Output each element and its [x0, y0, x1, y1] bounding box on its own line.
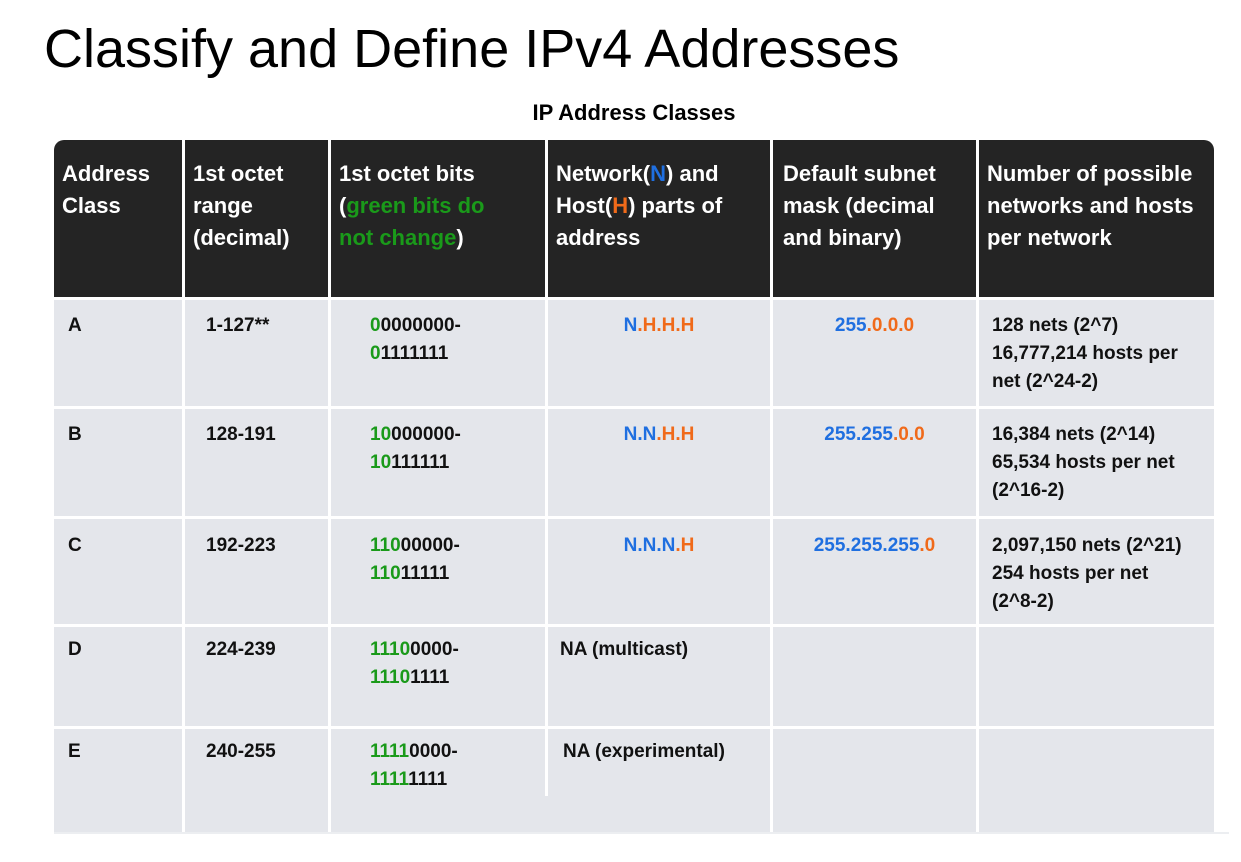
network-host-parts: N.N.N.H: [623, 535, 695, 556]
octet-bits: 11100000- 11101111: [370, 639, 459, 688]
page-title: Classify and Define IPv4 Addresses: [44, 19, 900, 79]
address-class: B: [68, 424, 82, 445]
header-divider: [182, 140, 185, 297]
table-row-class-c: C 192-223 11000000- 11011111 N.N.N.H 255…: [54, 519, 1214, 624]
table-row-class-a: A 1-127** 00000000- 01111111 N.H.H.H 255…: [54, 300, 1214, 406]
table-row-class-b: B 128-191 10000000- 10111111 N.N.H.H 255…: [54, 409, 1214, 516]
octet-bits: 11000000- 11011111: [370, 535, 460, 584]
header-octet-bits: 1st octet bits (green bits do not change…: [331, 140, 545, 297]
default-subnet-mask: 255.255.0.0: [824, 424, 925, 445]
table-row-class-d: D 224-239 11100000- 11101111 NA (multica…: [54, 627, 1214, 726]
octet-range: 1-127**: [206, 315, 270, 336]
header-divider: [328, 140, 331, 297]
column-divider: [182, 300, 185, 832]
header-possible-networks-hosts: Number of possible networks and hosts pe…: [979, 140, 1214, 297]
network-host-parts: N.H.H.H: [623, 315, 695, 336]
address-class: E: [68, 741, 81, 762]
column-divider: [328, 300, 331, 832]
networks-hosts-count: 16,384 nets (2^14) 65,534 hosts per net …: [992, 424, 1175, 501]
default-subnet-mask: 255.255.255.0: [813, 535, 936, 556]
column-divider: [545, 300, 548, 796]
header-divider: [545, 140, 548, 297]
octet-bits: 10000000- 10111111: [370, 424, 461, 473]
octet-range: 240-255: [206, 741, 276, 762]
octet-bits: 00000000- 01111111: [370, 315, 461, 364]
networks-hosts-count: 128 nets (2^7) 16,777,214 hosts per net …: [992, 315, 1178, 392]
address-class: D: [68, 639, 82, 660]
octet-range: 192-223: [206, 535, 276, 556]
column-divider: [976, 300, 979, 832]
octet-bits: 11110000- 11111111: [370, 741, 458, 790]
column-divider: [770, 300, 773, 832]
default-subnet-mask: 255.0.0.0: [834, 315, 915, 336]
header-network-host-parts: Network(N) and Host(H) parts of address: [548, 140, 770, 297]
network-host-parts: NA (multicast): [560, 639, 689, 660]
header-default-subnet-mask: Default subnet mask (decimal and binary): [773, 140, 976, 297]
address-class: C: [68, 535, 82, 556]
header-divider: [976, 140, 979, 297]
header-divider: [770, 140, 773, 297]
table-caption: IP Address Classes: [532, 100, 736, 125]
network-host-parts: NA (experimental): [563, 741, 725, 762]
address-class: A: [68, 315, 82, 336]
octet-range: 224-239: [206, 639, 276, 660]
header-address-class: Address Class: [54, 140, 182, 297]
table-bottom-edge: [54, 832, 1229, 834]
header-octet-range: 1st octet range (decimal): [185, 140, 328, 297]
ip-address-classes-table: Address Class 1st octet range (decimal) …: [54, 140, 1229, 834]
network-host-parts: N.N.H.H: [623, 424, 695, 445]
networks-hosts-count: 2,097,150 nets (2^21) 254 hosts per net …: [992, 535, 1182, 612]
green-bits-note: green bits do: [346, 193, 485, 218]
octet-range: 128-191: [206, 424, 276, 445]
table-row-class-e: E 240-255 11110000- 11111111 NA (experim…: [54, 729, 1214, 832]
